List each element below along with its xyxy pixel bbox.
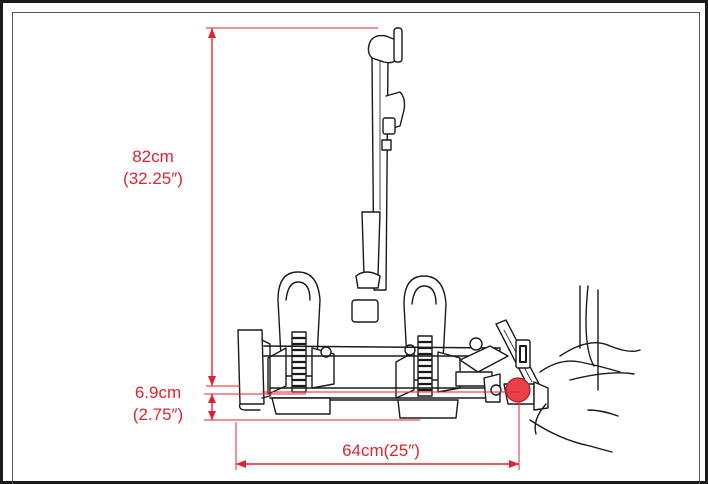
- hitch-knob-highlight: [505, 377, 531, 403]
- height-label: 82cm (32.25″): [100, 146, 206, 190]
- clearance-metric: 6.9cm: [134, 383, 182, 402]
- width-dimension-line: [235, 402, 520, 470]
- clearance-imperial: (2.75″): [132, 405, 184, 424]
- wheel-holder-right: [395, 275, 461, 399]
- height-imperial: (32.25″): [123, 169, 183, 188]
- width-metric: 64cm(25″): [342, 441, 420, 460]
- height-metric: 82cm: [132, 147, 174, 166]
- clearance-dimension-line: [204, 393, 420, 421]
- width-label: 64cm(25″): [316, 440, 446, 462]
- rack-mast: [351, 27, 406, 323]
- clearance-label: 6.9cm (2.75″): [112, 382, 204, 426]
- hand-illustration: [529, 285, 641, 453]
- height-dimension-line: [206, 27, 378, 387]
- figure-inner-border: [12, 12, 700, 484]
- wheel-holder-left: [267, 271, 335, 395]
